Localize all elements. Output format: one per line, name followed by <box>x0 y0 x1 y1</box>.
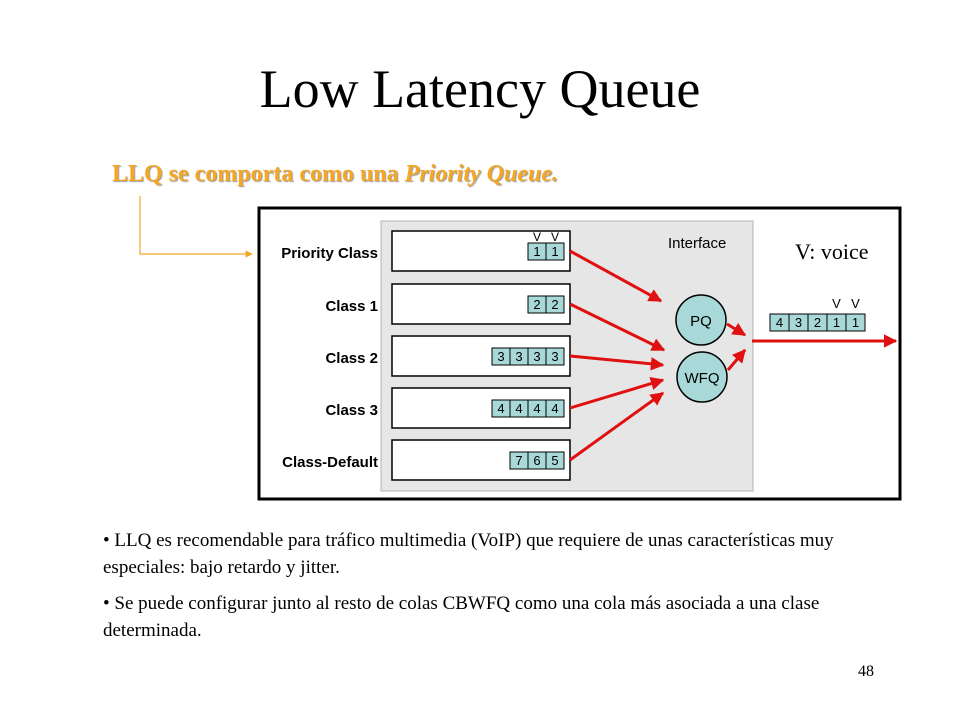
arrow-wfq-to-output <box>726 348 747 371</box>
bullet-item: • Se puede configurar junto al resto de … <box>103 593 820 641</box>
output-packet-label: 3 <box>795 315 802 330</box>
output-packet-label: 1 <box>852 315 859 330</box>
subtitle: LLQ se comporta como una Priority Queue. <box>112 160 558 189</box>
callout-connector <box>139 196 253 258</box>
packet-cell <box>545 295 565 314</box>
output-packet-label: 4 <box>776 315 783 330</box>
class-to-scheduler-arrow <box>569 391 665 462</box>
slide-title: Low Latency Queue <box>259 59 701 119</box>
output-packet-label: 1 <box>833 315 840 330</box>
bullet-text: Se puede configurar junto al resto de co… <box>103 593 820 641</box>
packet-label: 3 <box>497 349 504 364</box>
bullet-text: LLQ es recomendable para tráfico multime… <box>103 530 834 578</box>
pq-scheduler: PQ <box>675 294 727 346</box>
class-label: Class 2 <box>325 350 378 367</box>
class-to-scheduler-arrow <box>569 354 665 371</box>
subtitle-emphasis: Priority Queue. <box>404 161 558 187</box>
packet-label: 3 <box>551 349 558 364</box>
packet-cell <box>545 347 565 366</box>
packet-label: 3 <box>533 349 540 364</box>
packet-label: 1 <box>533 244 540 259</box>
arrow-pq-to-output <box>726 322 747 337</box>
interface-label: Interface <box>668 235 726 252</box>
packet-label: 2 <box>551 297 558 312</box>
packet-cell <box>545 399 565 418</box>
packet-cell <box>545 242 565 261</box>
voice-legend: V: voice <box>795 239 869 264</box>
packet-label: 1 <box>551 244 558 259</box>
bullet-item: • LLQ es recomendable para tráfico multi… <box>103 530 834 578</box>
packet-cell <box>545 451 565 470</box>
packet-label: 5 <box>551 453 558 468</box>
page-number: 48 <box>858 663 874 680</box>
wfq-scheduler: WFQ <box>676 351 728 403</box>
bullet-list: • LLQ es recomendable para tráfico multi… <box>103 528 913 654</box>
class-label: Class 1 <box>325 298 378 315</box>
packet-label: 4 <box>497 401 504 416</box>
voice-mark: V <box>533 230 541 244</box>
packet-label: 4 <box>515 401 522 416</box>
packet-label: 2 <box>533 297 540 312</box>
packet-label: 7 <box>515 453 522 468</box>
output-voice-mark: V <box>832 296 841 311</box>
wfq-label: WFQ <box>685 370 720 387</box>
output-packet-label: 2 <box>814 315 821 330</box>
voice-mark: V <box>551 230 559 244</box>
subtitle-text: LLQ se comporta como una <box>112 161 405 187</box>
class-label: Class 3 <box>325 402 378 419</box>
class-to-scheduler-arrow <box>569 302 666 352</box>
output-voice-mark: V <box>851 296 860 311</box>
output-packet-cell <box>845 313 866 332</box>
class-to-scheduler-arrow <box>569 249 663 303</box>
class-label: Priority Class <box>281 245 378 262</box>
packet-label: 4 <box>551 401 558 416</box>
class-label: Class-Default <box>282 454 378 471</box>
pq-label: PQ <box>690 313 712 330</box>
packet-label: 6 <box>533 453 540 468</box>
packet-label: 4 <box>533 401 540 416</box>
class-to-scheduler-arrow <box>569 377 665 410</box>
packet-label: 3 <box>515 349 522 364</box>
